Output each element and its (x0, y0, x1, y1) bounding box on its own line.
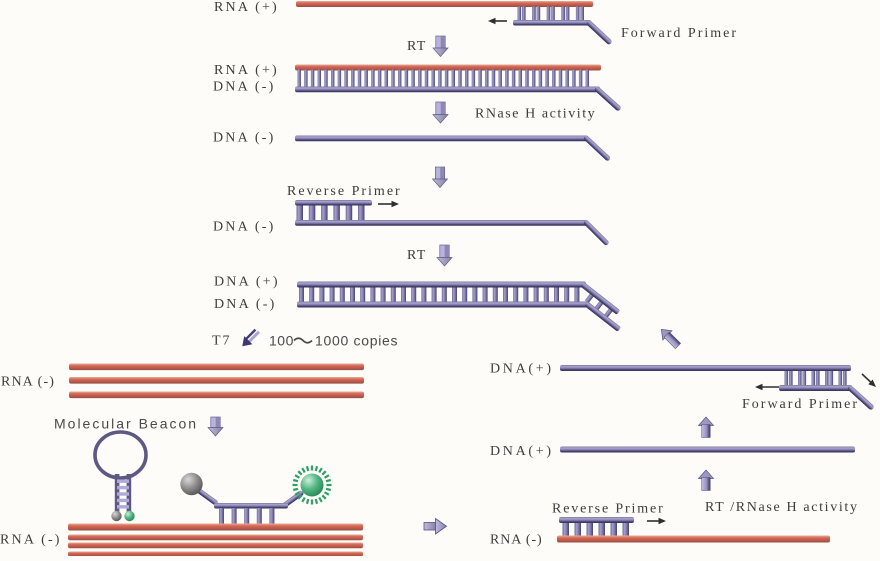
svg-text:RNA (+): RNA (+) (214, 0, 279, 15)
svg-text:RNA (+): RNA (+) (214, 63, 279, 78)
svg-text:RT: RT (407, 39, 426, 54)
svg-text:RNA (-): RNA (-) (490, 533, 543, 548)
svg-text:Reverse Primer: Reverse Primer (552, 502, 665, 517)
svg-text:1000 copies: 1000 copies (315, 333, 398, 349)
svg-text:RNase H activity: RNase H activity (475, 107, 596, 122)
svg-text:DNA (-): DNA (-) (214, 297, 276, 312)
svg-text:DNA (-): DNA (-) (213, 131, 275, 146)
svg-text:DNA(+): DNA(+) (490, 444, 554, 459)
svg-text:DNA (-): DNA (-) (213, 80, 275, 95)
svg-text:DNA (+): DNA (+) (214, 275, 280, 290)
svg-text:RT: RT (407, 248, 426, 263)
svg-text:Forward Primer: Forward Primer (742, 397, 859, 412)
svg-text:T7: T7 (212, 334, 232, 349)
svg-text:RT /RNase H activity: RT /RNase H activity (705, 500, 859, 515)
svg-text:DNA (-): DNA (-) (213, 220, 275, 235)
svg-text:RNA (-): RNA (-) (0, 533, 62, 548)
svg-text:Molecular Beacon: Molecular Beacon (54, 416, 198, 432)
svg-text:Reverse Primer: Reverse Primer (287, 184, 402, 199)
svg-text:100: 100 (269, 333, 294, 349)
svg-text:DNA(+): DNA(+) (490, 362, 554, 377)
svg-text:Forward Primer: Forward Primer (621, 26, 738, 41)
svg-text:RNA (-): RNA (-) (1, 375, 55, 390)
